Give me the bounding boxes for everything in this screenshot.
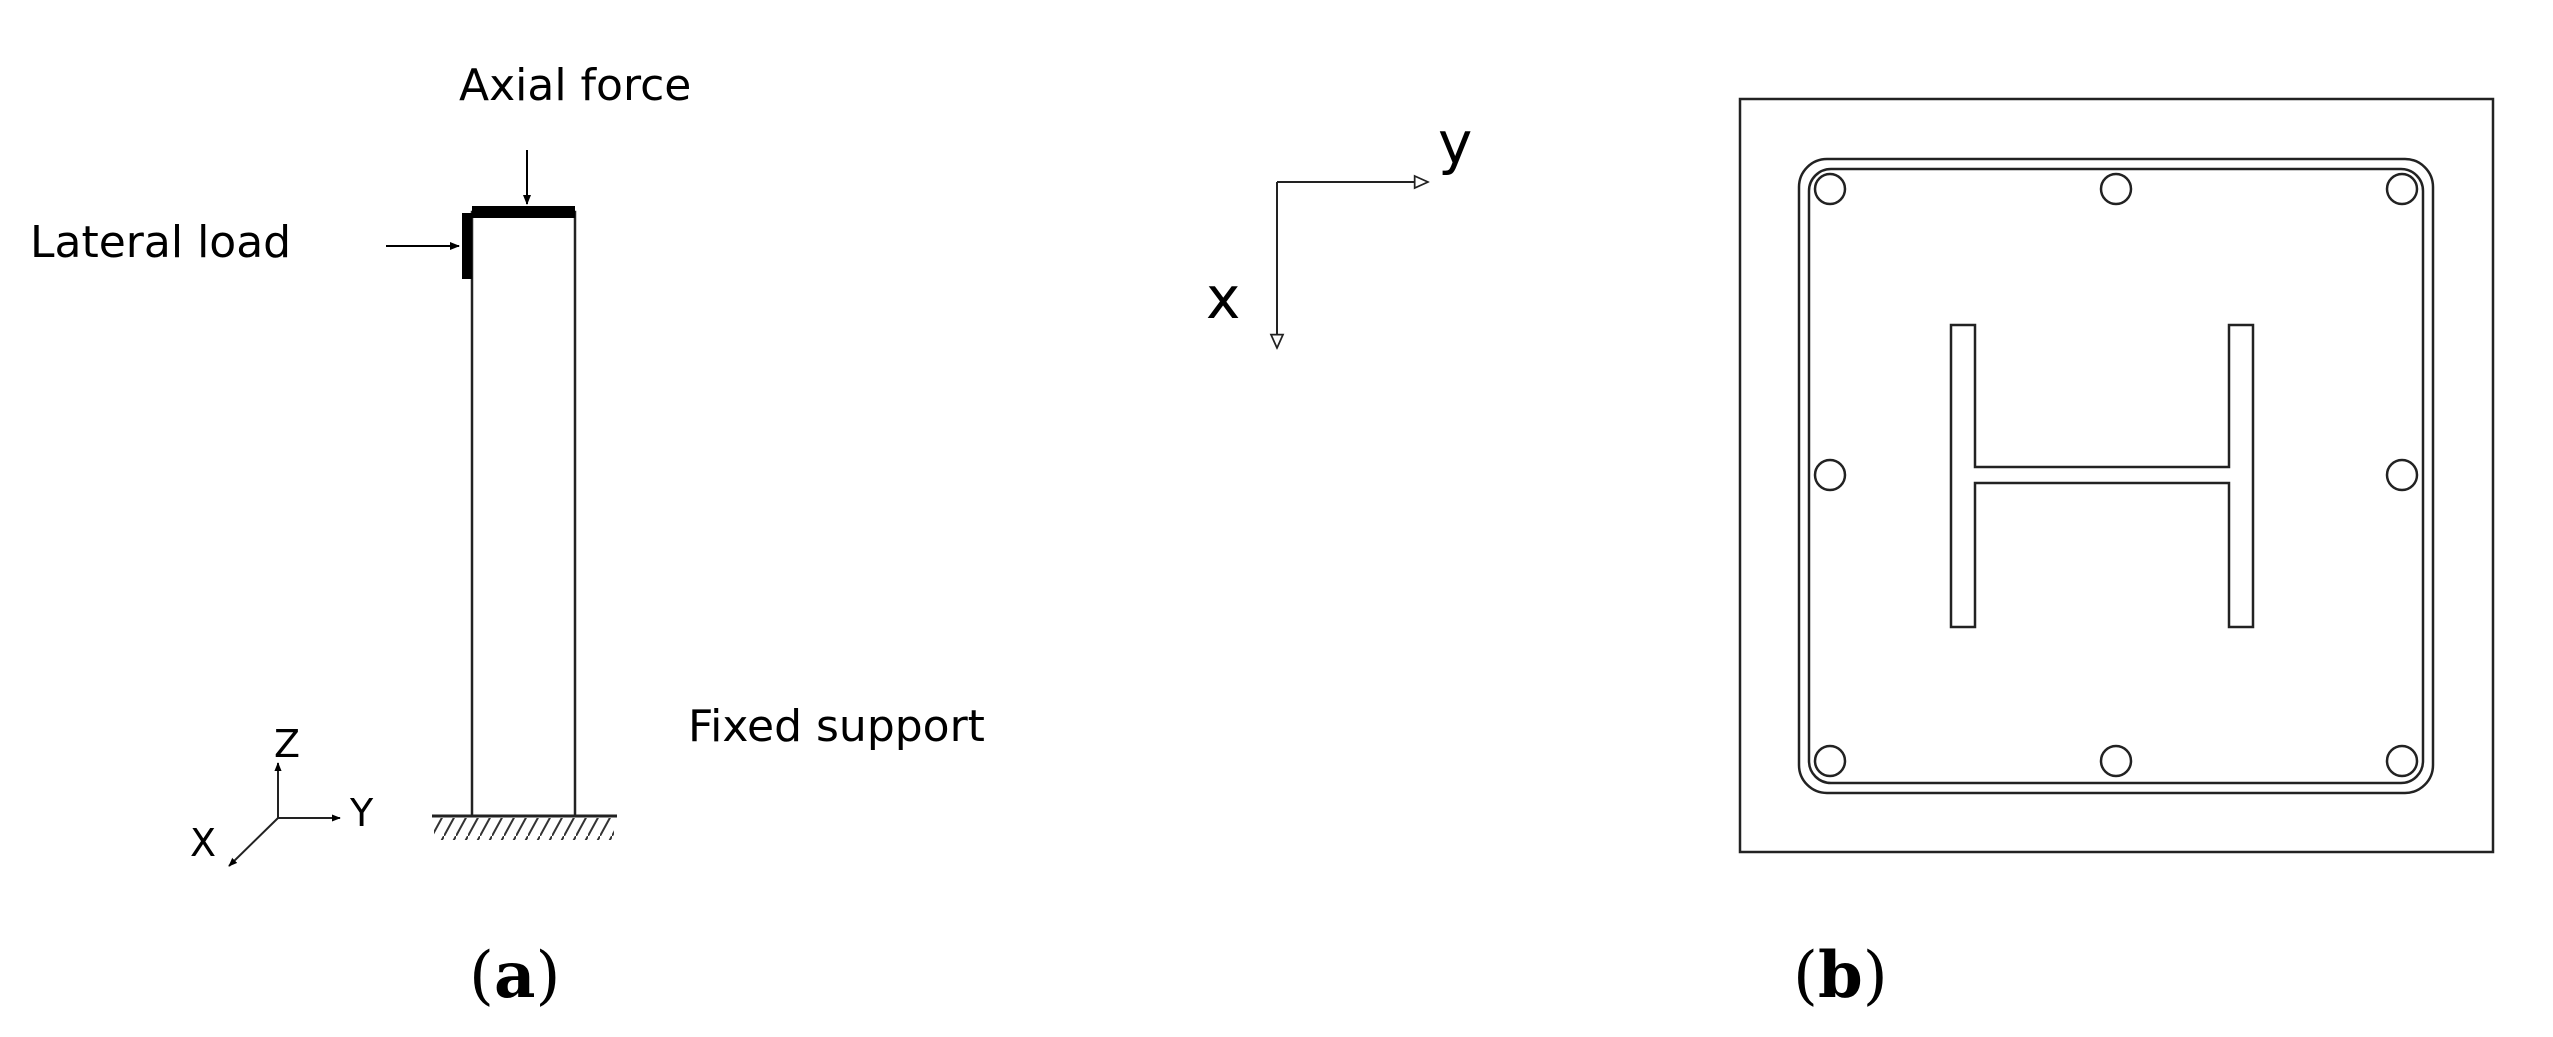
axis-triad-2d: y x: [1206, 109, 1472, 348]
caption-a: (a): [469, 938, 560, 1013]
rebar: [2099, 744, 2133, 778]
axis-y-label-2d: y: [1438, 109, 1472, 177]
rebar: [2385, 458, 2419, 492]
stirrup-outer: [1797, 157, 2435, 795]
side-load-plate: [462, 213, 472, 279]
rebar: [2385, 744, 2419, 778]
axis-x-label: X: [190, 821, 216, 865]
rebar-group: [1813, 172, 2419, 778]
lateral-load-label: Lateral load: [30, 217, 291, 268]
fixed-support-label: Fixed support: [688, 701, 985, 752]
rebar: [2385, 172, 2419, 206]
axis-y-label: Y: [349, 791, 374, 835]
caption-b: (b): [1793, 938, 1888, 1013]
axis-triad-3d: Z Y X: [190, 722, 374, 867]
panel-a: Axial force Lateral load Fixed support Z…: [30, 60, 985, 1013]
axis-z-label: Z: [274, 722, 300, 766]
steel-h-section: [1949, 323, 2255, 629]
fixed-support-hatch: [434, 818, 614, 840]
top-load-plate: [472, 206, 575, 218]
rebar: [1813, 172, 1847, 206]
axial-force-label: Axial force: [459, 60, 691, 111]
rebar: [1813, 744, 1847, 778]
rebar: [1813, 458, 1847, 492]
panel-b: (b): [1738, 97, 2495, 1013]
rebar: [2099, 172, 2133, 206]
column-body: [470, 210, 577, 818]
axis-x-label-2d: x: [1206, 264, 1240, 332]
stirrup-inner: [1807, 167, 2425, 785]
